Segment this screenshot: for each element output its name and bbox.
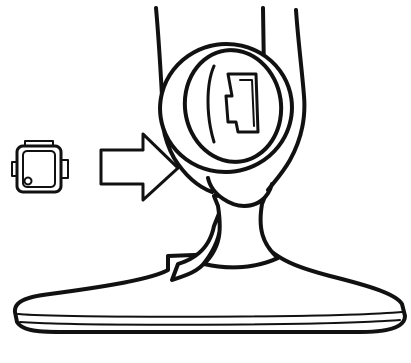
neck-icon — [172, 178, 278, 280]
cartridge-icon — [12, 141, 68, 192]
